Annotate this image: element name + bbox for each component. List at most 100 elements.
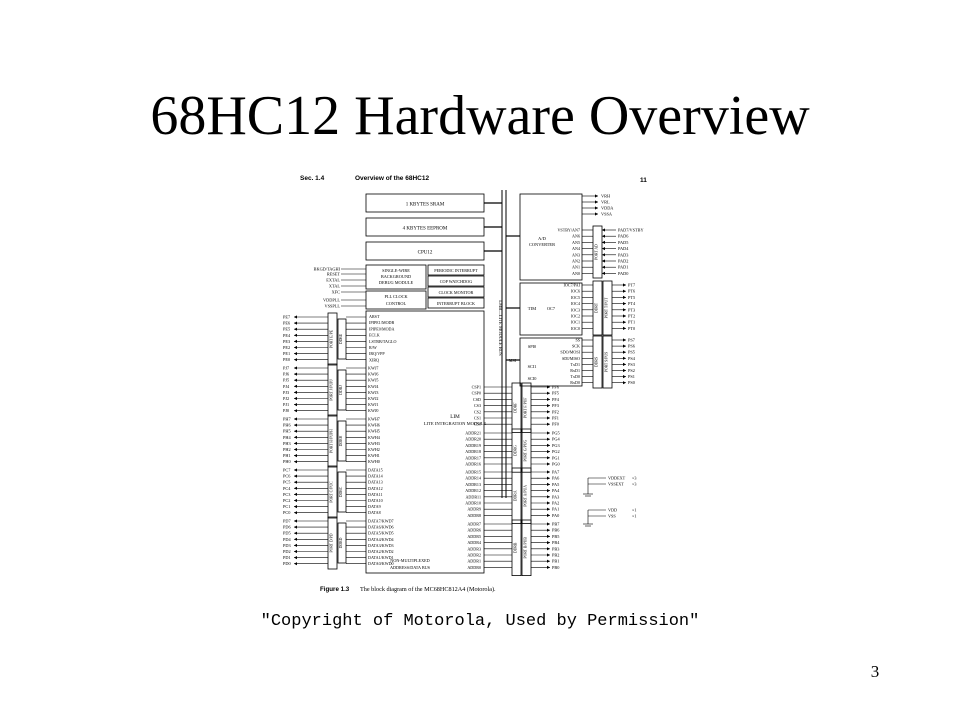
- ddr-box: [337, 318, 347, 360]
- port-pin-label: PB5: [552, 534, 559, 539]
- lim-signal-label: ADDR20: [465, 437, 481, 442]
- pin-arrowhead: [623, 368, 626, 373]
- atd-signal-label: VSTBY/AN7: [557, 228, 580, 233]
- supply-pin-label: VSSEXT: [608, 482, 624, 487]
- port-pin-label: PJ5: [283, 378, 289, 383]
- pin-arrowhead: [623, 308, 626, 312]
- lim-signal-label: DATA15: [368, 468, 383, 473]
- memory-block-label: 1 KBYTES SRAM: [406, 203, 445, 208]
- lim-signal-label: ADDR2: [467, 553, 481, 558]
- lim-signal-label: DATA7/KWD7: [368, 519, 394, 524]
- pin-arrowhead: [294, 474, 297, 478]
- pin-arrowhead: [595, 206, 598, 210]
- pin-arrowhead: [294, 486, 297, 490]
- port-pin-label: PD1: [283, 555, 291, 560]
- tim-pin-label: PT6: [628, 289, 636, 294]
- tim-pin-label: PT1: [628, 320, 635, 325]
- port-pin-label: PH1: [283, 453, 291, 458]
- lim-signal-label: ADDR17: [465, 455, 481, 460]
- lim-signal-label: ADDR10: [465, 501, 481, 506]
- serial-pin-label: PS5: [628, 350, 635, 355]
- pin-arrowhead: [623, 375, 626, 379]
- pin-arrowhead: [547, 534, 550, 538]
- serial-signal-label: RxD0: [570, 380, 580, 385]
- sci1-label: SCI1: [528, 364, 537, 369]
- port-pin-label: PC6: [283, 474, 291, 479]
- atd-signal-label: AN4: [572, 246, 580, 251]
- tim-signal-label: IOC4: [571, 301, 580, 306]
- port-pin-label: PE0: [283, 357, 290, 362]
- port-pin-label: PA4: [552, 488, 560, 493]
- pin-arrowhead: [547, 553, 550, 557]
- tim-pin-label: PT4: [628, 301, 636, 306]
- port-pin-label: PH7: [283, 417, 291, 422]
- pin-arrowhead: [547, 431, 550, 435]
- pin-arrowhead: [602, 228, 605, 232]
- port-pin-label: PH3: [283, 441, 291, 446]
- lim-block: [365, 310, 485, 574]
- memory-block-label: CPU12: [418, 251, 433, 256]
- lim-signal-label: ADDR6: [467, 528, 481, 533]
- atd-pin-label: PAD4: [618, 246, 629, 251]
- port-pin-label: PD5: [283, 531, 291, 536]
- lim-mode-signal: IRQ/VPP: [369, 351, 385, 356]
- port-register-box: [602, 335, 613, 389]
- control-label: SINGLE-WIRE: [382, 268, 410, 273]
- port-pin-label: PC4: [283, 486, 291, 491]
- port-pin-label: PB7: [552, 522, 560, 527]
- port-pin-label: PC7: [283, 468, 291, 473]
- lim-signal-label: ADDR0: [467, 565, 481, 570]
- system-block-label: COP WATCHDOG: [440, 279, 472, 284]
- pin-arrowhead: [547, 450, 550, 454]
- page-number: 3: [870, 662, 880, 681]
- port-register-box: [521, 467, 532, 524]
- port-register-label: PORT T/PUT: [605, 297, 609, 319]
- pin-arrowhead: [294, 409, 297, 413]
- ddr-label: DDRH: [339, 435, 343, 446]
- lim-signal-label: CS0: [474, 422, 481, 427]
- lim-signal-label: CS2: [474, 409, 481, 414]
- pin-arrowhead: [623, 356, 626, 360]
- ddr-label: DDRE: [339, 333, 343, 344]
- lim-signal-label: KWJ7: [368, 366, 378, 371]
- pin-arrowhead: [547, 462, 550, 466]
- book-page-number: 11: [640, 177, 647, 184]
- lim-signal-label: DATA0/KWD0: [368, 561, 394, 566]
- pin-arrowhead: [547, 404, 550, 408]
- caption-text: The block diagram of the MC68HC812A4 (Mo…: [360, 586, 496, 593]
- lim-signal-label: DATA4/KWD4: [368, 537, 394, 542]
- port-register-label: PORT E/PE: [330, 329, 334, 348]
- pin-arrowhead: [294, 492, 297, 496]
- atd-signal-label: AN3: [572, 252, 580, 257]
- atd-pin-label: PAD2: [618, 259, 628, 264]
- system-block: [427, 264, 485, 276]
- pin-arrowhead: [602, 265, 605, 269]
- pin-arrowhead: [294, 460, 297, 464]
- atd-pin-label: PAD5: [618, 240, 628, 245]
- lim-signal-label: ADDR13: [465, 482, 481, 487]
- serial-signal-label: RxD1: [570, 368, 580, 373]
- supply-pin-count: ×1: [632, 508, 636, 513]
- port-register-box: [327, 465, 338, 519]
- control-pin-label: BKGD/TAGHI: [314, 267, 341, 272]
- port-pin-label: PA0: [552, 513, 559, 518]
- pin-arrowhead: [547, 416, 550, 420]
- lim-signal-label: KWH5: [368, 429, 380, 434]
- lim-signal-label: ADDR14: [465, 476, 481, 481]
- bus-note: ADDRESS/DATA BUS: [390, 565, 431, 570]
- port-pin-label: PD6: [283, 525, 291, 530]
- pin-arrowhead: [294, 423, 297, 427]
- port-pin-label: PJ4: [283, 384, 290, 389]
- pin-arrowhead: [294, 327, 297, 331]
- tim-pin-label: PT2: [628, 314, 635, 319]
- ddr-label: DDRT: [595, 302, 599, 313]
- lim-signal-label: ADDR18: [465, 449, 481, 454]
- port-register-label: PORT B/PUB: [524, 537, 528, 559]
- pin-arrowhead: [294, 366, 297, 370]
- ddr-label: DDRD: [339, 537, 343, 548]
- port-pin-label: PD3: [283, 543, 291, 548]
- pin-arrowhead: [547, 541, 550, 545]
- port-pin-label: PE2: [283, 345, 290, 350]
- pin-arrowhead: [294, 562, 297, 566]
- atd-title: CONVERTER: [529, 242, 555, 247]
